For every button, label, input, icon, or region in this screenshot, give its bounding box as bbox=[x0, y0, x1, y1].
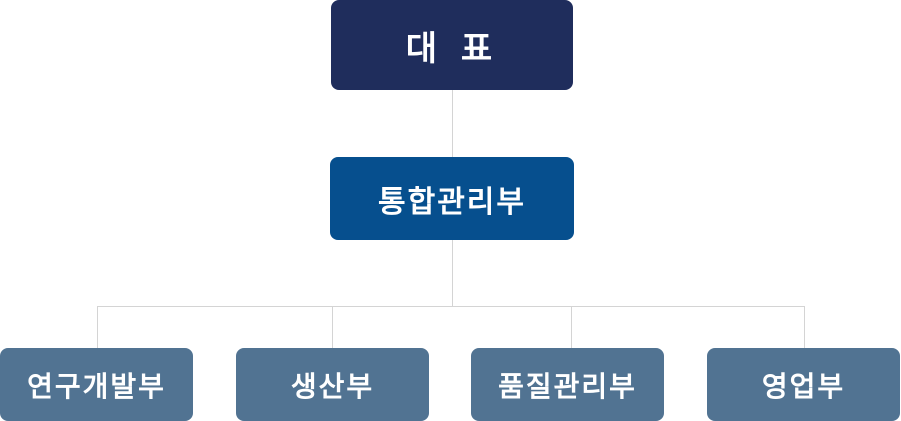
production-node: 생산부 bbox=[236, 348, 429, 421]
production-label: 생산부 bbox=[290, 369, 375, 403]
connector-sales-department bbox=[804, 306, 805, 348]
connector-department-bus bbox=[97, 306, 805, 307]
connector-research-department bbox=[97, 306, 98, 348]
quality-management-label: 품질관리부 bbox=[498, 369, 637, 403]
ceo-node: 대 표 bbox=[331, 0, 573, 90]
research-development-node: 연구개발부 bbox=[0, 348, 193, 421]
ceo-label: 대 표 bbox=[405, 28, 499, 69]
connector-management-to-departments bbox=[452, 240, 453, 306]
sales-node: 영업부 bbox=[707, 348, 900, 421]
management-node: 통합관리부 bbox=[330, 157, 574, 240]
connector-ceo-to-management bbox=[452, 90, 453, 157]
quality-management-node: 품질관리부 bbox=[471, 348, 664, 421]
connector-production-department bbox=[332, 306, 333, 348]
research-development-label: 연구개발부 bbox=[27, 369, 166, 403]
sales-label: 영업부 bbox=[761, 369, 846, 403]
connector-quality-department bbox=[571, 306, 572, 348]
management-label: 통합관리부 bbox=[378, 184, 526, 220]
